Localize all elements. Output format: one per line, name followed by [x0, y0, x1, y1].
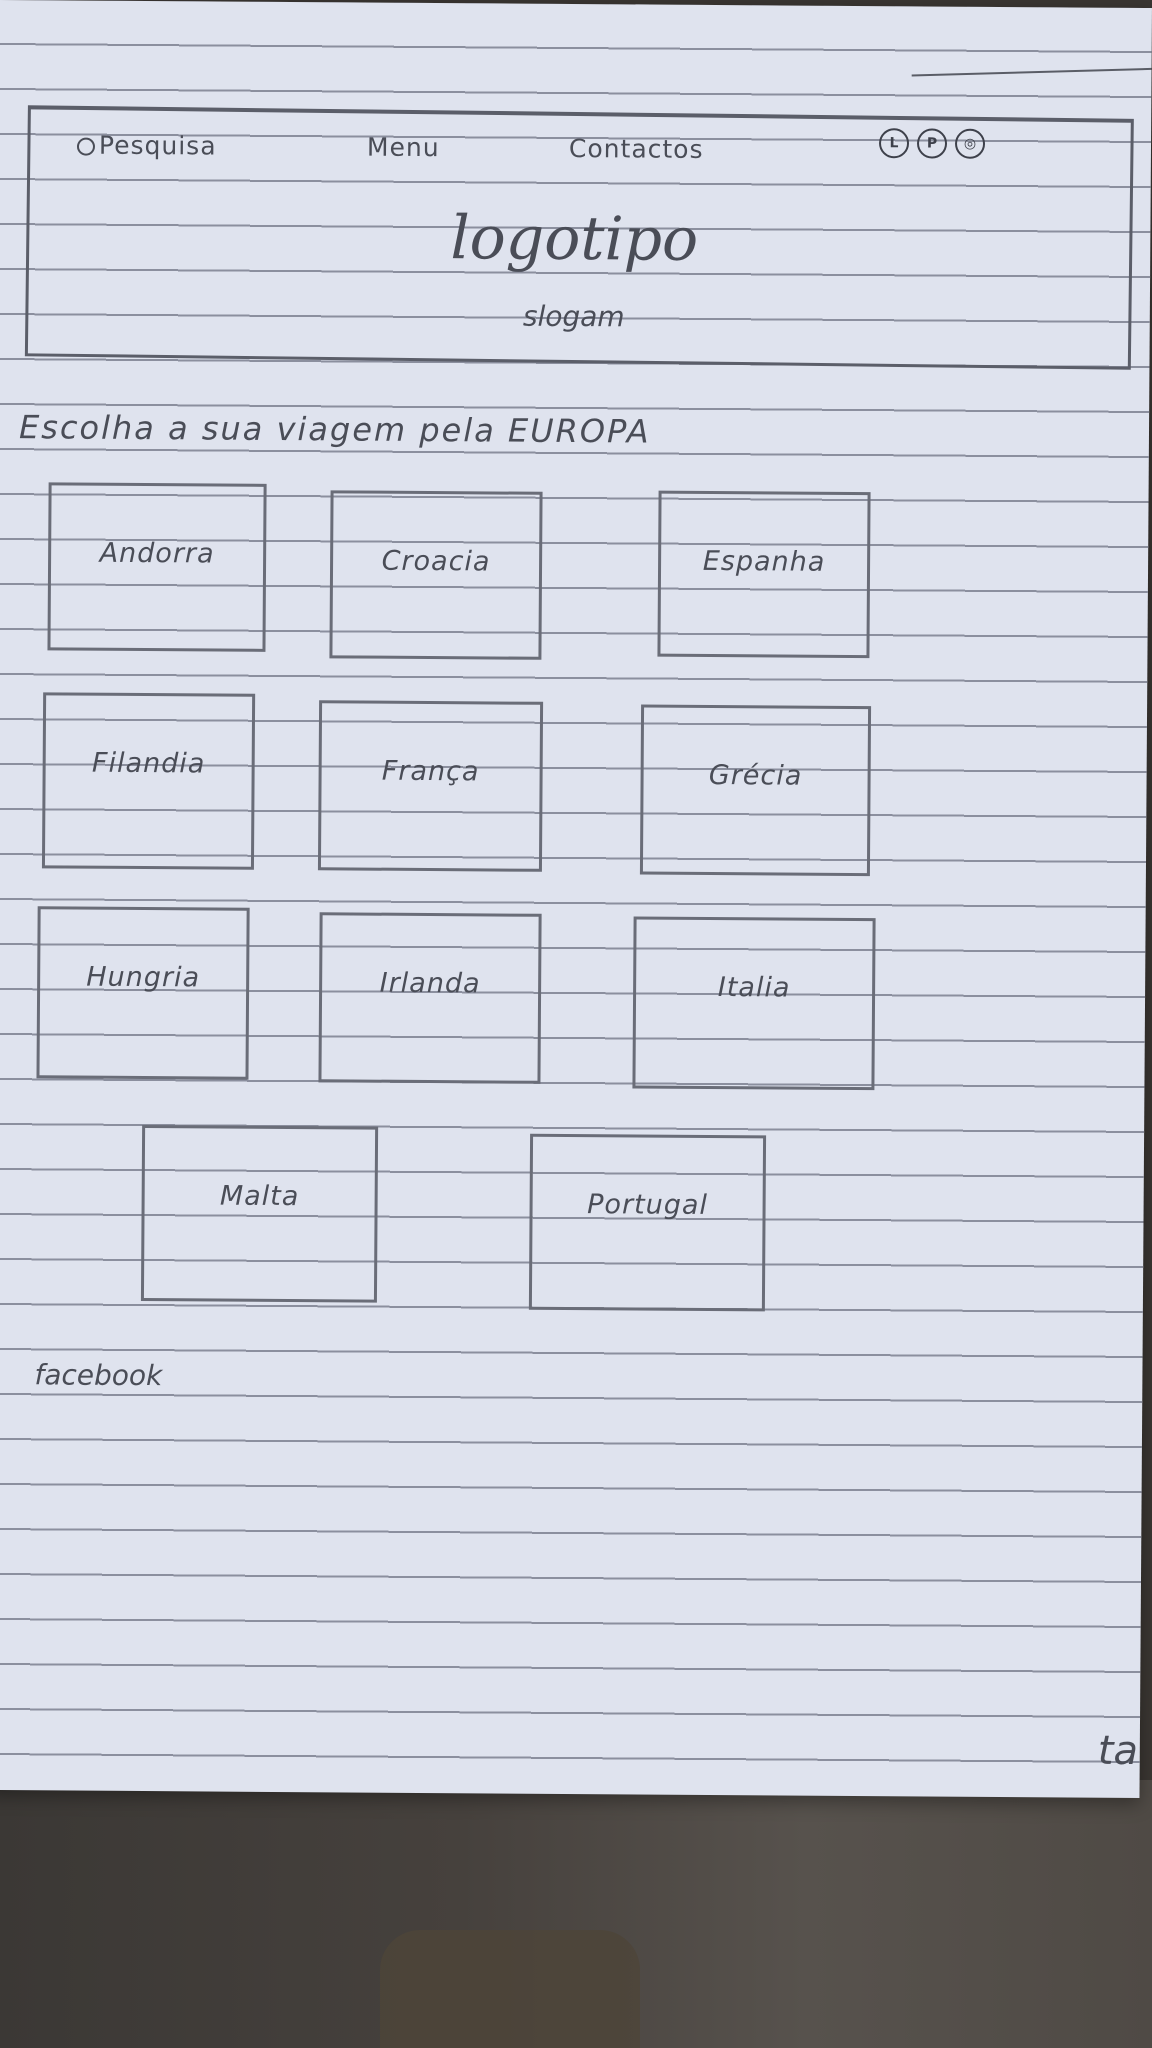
destination-label: Croacia [381, 545, 491, 578]
destination-card-portugal[interactable]: Portugal [528, 1133, 767, 1312]
facebook-link[interactable]: facebook [34, 1358, 163, 1393]
page-corner-note: ta [1097, 1727, 1139, 1774]
destination-label: Malta [219, 1180, 300, 1213]
nav-menu[interactable]: Menu [366, 132, 440, 163]
destination-label: Hungria [86, 961, 201, 994]
destination-card-franca[interactable]: França [317, 700, 544, 872]
table-object [380, 1930, 640, 2048]
destination-label: Andorra [99, 537, 215, 570]
instagram-icon[interactable]: ◎ [954, 128, 986, 159]
destination-card-espanha[interactable]: Espanha [657, 490, 871, 659]
destination-card-hungria[interactable]: Hungria [36, 906, 250, 1080]
logo[interactable]: logotipo [450, 203, 699, 275]
destination-card-italia[interactable]: Italia [632, 916, 876, 1091]
destination-card-malta[interactable]: Malta [140, 1125, 379, 1303]
page-corner-mark [911, 61, 1152, 77]
nav-search-label: Pesquisa [98, 130, 217, 161]
linkedin-icon[interactable]: L [878, 128, 910, 159]
destination-label: Italia [717, 972, 791, 1004]
destination-label: Irlanda [379, 967, 481, 1000]
destination-card-filandia[interactable]: Filandia [41, 692, 256, 870]
pinterest-icon[interactable]: P [916, 128, 948, 159]
destination-card-irlanda[interactable]: Irlanda [318, 912, 542, 1084]
destination-card-grecia[interactable]: Grécia [639, 704, 872, 877]
nav-contacts[interactable]: Contactos [568, 133, 704, 164]
destination-label: Grécia [708, 759, 803, 792]
nav-search[interactable]: Pesquisa [76, 130, 217, 172]
notebook-page: Pesquisa Menu Contactos L P ◎ logotipo s… [0, 0, 1152, 1798]
social-icons: L P ◎ [878, 128, 986, 159]
search-icon [76, 137, 96, 156]
destination-label: Portugal [587, 1189, 709, 1221]
page-headline: Escolha a sua viagem pela EUROPA [18, 408, 651, 451]
destination-label: França [381, 755, 480, 788]
destination-card-croacia[interactable]: Croacia [329, 490, 543, 660]
destination-label: Filandia [91, 747, 206, 780]
destination-card-andorra[interactable]: Andorra [47, 482, 267, 652]
destination-label: Espanha [702, 545, 826, 578]
